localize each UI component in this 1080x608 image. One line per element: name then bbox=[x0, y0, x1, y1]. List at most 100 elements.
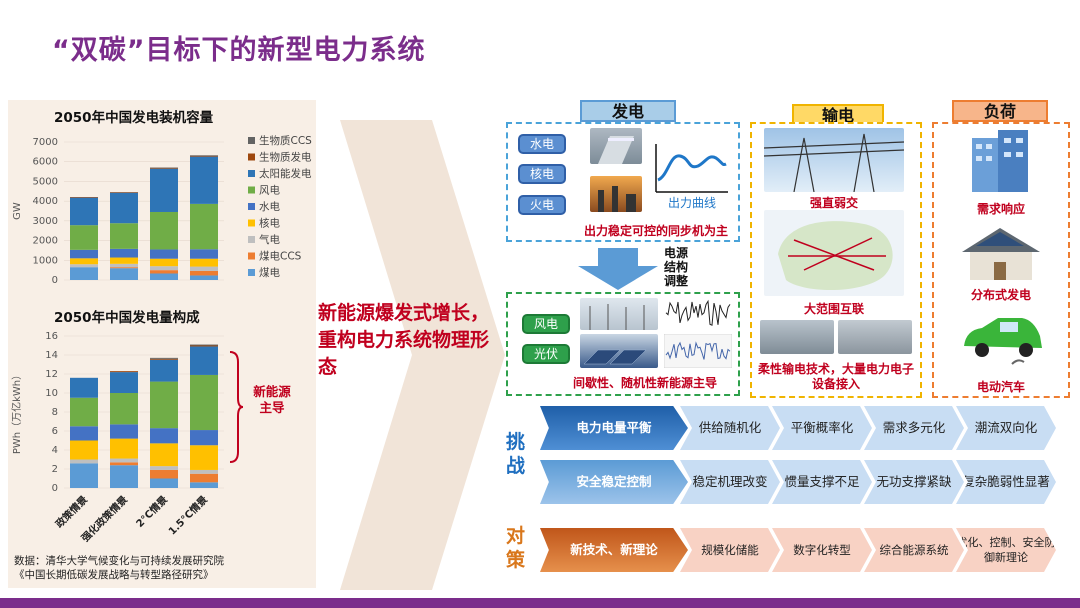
new-energy-label: 新能源主导 bbox=[253, 384, 291, 415]
down-arrow-icon bbox=[578, 248, 658, 290]
legend-swatch bbox=[248, 186, 255, 194]
bar-segment bbox=[150, 428, 178, 444]
countermeasure-item: 数字化转型 bbox=[772, 528, 872, 572]
bar-segment bbox=[150, 478, 178, 488]
big-arrow-icon bbox=[340, 120, 505, 590]
bar-segment bbox=[150, 249, 178, 259]
bar-segment bbox=[190, 345, 218, 347]
output-curve-icon bbox=[655, 144, 728, 193]
legend-swatch bbox=[248, 236, 255, 243]
legend-swatch bbox=[248, 219, 255, 227]
legend-item: 太阳能发电 bbox=[259, 167, 312, 180]
y-tick-label: 7000 bbox=[33, 137, 58, 148]
category-label: 政策情景 bbox=[53, 493, 90, 530]
category-label: 1.5°C情景 bbox=[166, 493, 211, 538]
legend-item: 水电 bbox=[259, 200, 280, 213]
bar-segment bbox=[190, 445, 218, 470]
restructure-label: 电源结构调整 bbox=[664, 246, 689, 288]
bar-segment bbox=[110, 223, 138, 249]
challenge-item: 无功支撑紧缺 bbox=[864, 460, 964, 504]
bar-segment bbox=[70, 197, 98, 198]
legend-swatch bbox=[248, 137, 255, 144]
converter-image bbox=[838, 320, 912, 354]
bar-segment bbox=[190, 374, 218, 431]
y-tick-label: 2 bbox=[52, 464, 58, 475]
bottom-bar bbox=[0, 598, 1080, 608]
y-tick-label: 10 bbox=[45, 388, 58, 399]
interconnect-label: 大范围互联 bbox=[803, 302, 864, 316]
bar-segment bbox=[110, 424, 138, 439]
challenge-row-1: 电力电量平衡 供给随机化 平衡概率化 需求多元化 潮流双向化 bbox=[540, 406, 1056, 450]
bar-segment bbox=[150, 168, 178, 212]
bar-segment bbox=[110, 192, 138, 193]
legend-swatch bbox=[248, 203, 255, 210]
bar-segment bbox=[190, 203, 218, 250]
bar-segment bbox=[150, 443, 178, 467]
pill-nuclear: 核电 bbox=[518, 164, 566, 184]
countermeasure-item: 综合能源系统 bbox=[864, 528, 964, 572]
legend-swatch bbox=[248, 269, 255, 276]
bar-segment bbox=[150, 469, 178, 479]
bar-segment bbox=[190, 249, 218, 259]
bar-segment bbox=[150, 273, 178, 280]
y-tick-label: 16 bbox=[45, 331, 58, 342]
challenge-item: 惯量支撑不足 bbox=[772, 460, 872, 504]
curve-label: 出力曲线 bbox=[668, 196, 717, 210]
solar-output-icon bbox=[664, 334, 732, 368]
countermeasure-item: 优化、控制、安全防御新理论 bbox=[956, 528, 1056, 572]
challenge-head-balance: 电力电量平衡 bbox=[540, 406, 688, 450]
section-header-generation: 发电 bbox=[580, 100, 676, 122]
thermal-plant-image bbox=[590, 176, 642, 212]
legend-item: 气电 bbox=[259, 233, 280, 246]
challenge-item: 复杂脆弱性显著 bbox=[956, 460, 1056, 504]
countermeasure-item: 规模化储能 bbox=[680, 528, 780, 572]
bar-segment bbox=[110, 192, 138, 224]
bar-segment bbox=[70, 463, 98, 488]
bar-segment bbox=[150, 358, 178, 360]
bar-segment bbox=[110, 267, 138, 269]
bar-segment bbox=[190, 473, 218, 483]
flex-label: 柔性输电技术，大量电力电子设备接入 bbox=[757, 362, 914, 391]
house-icon bbox=[962, 228, 1040, 280]
wind-farm-image bbox=[580, 298, 658, 330]
bar-segment bbox=[70, 440, 98, 460]
pill-thermal: 火电 bbox=[518, 195, 566, 215]
bar-segment bbox=[110, 438, 138, 459]
legend-item: 煤电 bbox=[259, 266, 280, 279]
bar-segment bbox=[70, 225, 98, 250]
ac-label: 强直弱交 bbox=[809, 196, 858, 210]
y-tick-label: 12 bbox=[45, 369, 58, 380]
bar-segment bbox=[190, 155, 218, 157]
ev-car-icon bbox=[964, 318, 1042, 365]
bar-segment bbox=[110, 465, 138, 488]
y-axis-label: GW bbox=[12, 202, 23, 220]
bar-segment bbox=[70, 197, 98, 226]
ev-label: 电动汽车 bbox=[976, 380, 1025, 394]
bar-segment bbox=[70, 397, 98, 427]
challenge-head-security: 安全稳定控制 bbox=[540, 460, 688, 504]
y-tick-label: 8 bbox=[52, 407, 58, 418]
bar-segment bbox=[110, 462, 138, 466]
page-title: “双碳”目标下的新型电力系统 bbox=[52, 35, 426, 66]
bar-segment bbox=[70, 267, 98, 280]
source-line-2: 《中国长期低碳发展战略与转型路径研究》 bbox=[14, 569, 214, 581]
y-axis-label: PWh（万亿kWh） bbox=[10, 370, 23, 454]
distributed-label: 分布式发电 bbox=[970, 288, 1031, 302]
y-tick-label: 2000 bbox=[33, 236, 58, 247]
substation-image bbox=[760, 320, 834, 354]
bracket-icon bbox=[229, 351, 244, 463]
countermeasure-label: 对策 bbox=[506, 525, 526, 571]
solar-farm-image bbox=[580, 334, 658, 368]
challenge-item: 供给随机化 bbox=[680, 406, 780, 450]
bar-segment bbox=[150, 270, 178, 274]
challenge-row-2: 安全稳定控制 稳定机理改变 惯量支撑不足 无功支撑紧缺 复杂脆弱性显著 bbox=[540, 460, 1056, 504]
bar-segment bbox=[70, 459, 98, 464]
bar-segment bbox=[190, 258, 218, 267]
bar-segment bbox=[70, 426, 98, 441]
challenge-item: 潮流双向化 bbox=[956, 406, 1056, 450]
bar-segment bbox=[110, 458, 138, 463]
challenge-item: 稳定机理改变 bbox=[680, 460, 780, 504]
bar-segment bbox=[70, 264, 98, 268]
challenge-item: 需求多元化 bbox=[864, 406, 964, 450]
